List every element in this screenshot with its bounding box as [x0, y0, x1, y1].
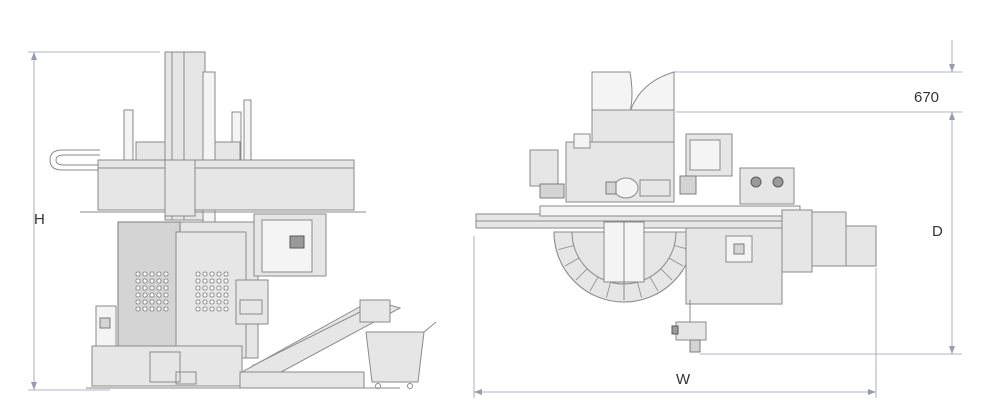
vent-hole — [202, 292, 208, 298]
vent-hole — [209, 285, 215, 291]
depth-dimension — [700, 112, 962, 355]
width-label: W — [676, 371, 691, 388]
vent-hole — [135, 278, 141, 284]
top-view — [473, 40, 962, 398]
vent-hole — [202, 306, 208, 312]
vent-hole — [156, 292, 162, 298]
vent-hole — [149, 271, 155, 277]
vent-hole — [163, 285, 169, 291]
vent-hole — [163, 306, 169, 312]
vent-hole — [202, 299, 208, 305]
vent-hole — [195, 306, 201, 312]
vent-hole — [223, 292, 229, 298]
table-spoke — [637, 282, 642, 298]
vent-hole — [135, 299, 141, 305]
table-spoke — [668, 257, 684, 267]
vent-hole — [156, 271, 162, 277]
vent-grid-left — [135, 271, 169, 312]
table-spoke — [660, 268, 673, 281]
vent-hole — [163, 292, 169, 298]
vent-hole — [142, 285, 148, 291]
vent-hole — [216, 292, 222, 298]
vent-hole — [209, 292, 215, 298]
vent-hole — [149, 292, 155, 298]
vent-hole — [149, 306, 155, 312]
vent-hole — [135, 292, 141, 298]
vent-hole — [195, 271, 201, 277]
vent-hole — [149, 299, 155, 305]
vent-hole — [216, 285, 222, 291]
vent-hole — [163, 278, 169, 284]
vent-hole — [195, 285, 201, 291]
vent-hole — [135, 285, 141, 291]
vent-hole — [216, 278, 222, 284]
vent-hole — [223, 271, 229, 277]
table-spoke — [575, 268, 588, 281]
vent-hole — [135, 271, 141, 277]
vent-hole — [142, 292, 148, 298]
vent-hole — [216, 271, 222, 277]
vent-hole — [156, 306, 162, 312]
vent-hole — [223, 306, 229, 312]
width-dimension — [473, 236, 877, 398]
table-spoke — [589, 276, 599, 292]
vent-hole — [163, 299, 169, 305]
vent-hole — [142, 271, 148, 277]
vent-hole — [202, 271, 208, 277]
vent-hole — [195, 299, 201, 305]
vent-hole — [156, 285, 162, 291]
vent-hole — [142, 306, 148, 312]
vent-hole — [202, 278, 208, 284]
vent-hole — [223, 299, 229, 305]
vent-grid-right — [195, 271, 229, 312]
vent-hole — [216, 299, 222, 305]
vent-hole — [156, 299, 162, 305]
depth-label: D — [932, 223, 943, 240]
vent-hole — [195, 278, 201, 284]
vent-hole — [149, 285, 155, 291]
vent-hole — [209, 299, 215, 305]
vent-hole — [149, 278, 155, 284]
vent-hole — [202, 285, 208, 291]
vent-hole — [135, 306, 141, 312]
vent-hole — [195, 292, 201, 298]
vent-hole — [209, 271, 215, 277]
table-spoke — [649, 276, 659, 292]
height-label: H — [34, 211, 45, 228]
vent-hole — [216, 306, 222, 312]
vent-hole — [209, 278, 215, 284]
vent-hole — [209, 306, 215, 312]
vent-hole — [156, 278, 162, 284]
table-spoke — [564, 257, 580, 267]
vent-hole — [223, 285, 229, 291]
table-spoke — [558, 245, 574, 250]
vent-hole — [163, 271, 169, 277]
table-spoke — [606, 282, 611, 298]
height-dimension — [28, 51, 160, 391]
vent-hole — [142, 299, 148, 305]
side-view — [28, 51, 437, 391]
offset-dimension — [674, 40, 962, 120]
vent-hole — [142, 278, 148, 284]
vent-hole — [223, 278, 229, 284]
offset-label: 670 — [914, 89, 940, 106]
